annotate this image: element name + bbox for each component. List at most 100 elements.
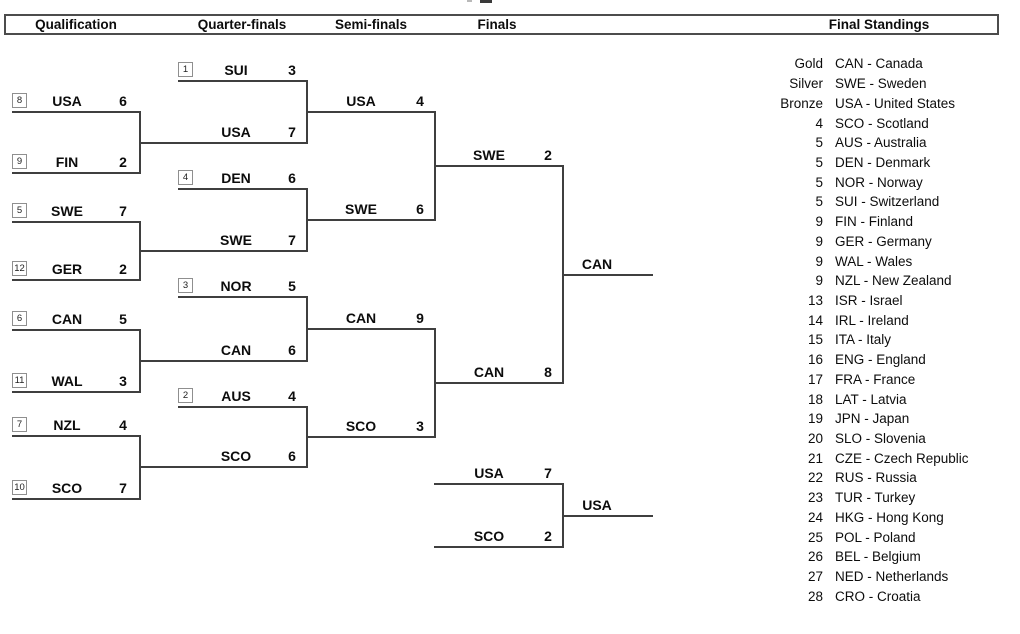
- team-score: 4: [119, 417, 127, 433]
- standings-entry: ITA - Italy: [835, 332, 892, 348]
- team-score: 7: [119, 480, 127, 496]
- standings-rank: 26: [807, 549, 823, 565]
- standings-entry: AUS - Australia: [835, 135, 927, 151]
- standings-entry: SUI - Switzerland: [835, 194, 940, 210]
- team-score: 6: [416, 201, 424, 217]
- bracket-line-h: [178, 296, 308, 298]
- standings-entry: NED - Netherlands: [835, 569, 949, 585]
- bracket-line-h: [139, 142, 308, 144]
- team-score: 5: [288, 278, 296, 294]
- bracket-line-h: [306, 111, 436, 113]
- team-code: SWE: [345, 201, 377, 217]
- standings-rank: 9: [815, 253, 823, 269]
- team-score: 7: [119, 203, 127, 219]
- qual-match1-team1: 8 USA 6: [12, 91, 141, 111]
- standings-rank: 5: [815, 154, 823, 170]
- standings-rank: 5: [815, 135, 823, 151]
- standings-entry: FIN - Finland: [835, 214, 914, 230]
- standings-rank: 13: [807, 292, 823, 308]
- standings-entry: USA - United States: [835, 95, 956, 111]
- qf4-qualifier-team: SCO 6: [139, 446, 308, 466]
- final-team2: CAN 8: [434, 362, 564, 382]
- standings-entry: LAT - Latvia: [835, 391, 907, 407]
- team-score: 7: [288, 124, 296, 140]
- team-code: SCO: [473, 528, 505, 544]
- bracket-line-h: [178, 406, 308, 408]
- team-code: SWE: [220, 232, 252, 248]
- bracket-line-h: [139, 466, 308, 468]
- standings-row: 13 ISR - Israel: [703, 291, 969, 311]
- team-code: AUS: [221, 388, 251, 404]
- standings-rank: Silver: [789, 76, 823, 92]
- standings-rank: 9: [815, 273, 823, 289]
- seed-number: 2: [178, 388, 193, 403]
- team-code: SWE: [51, 203, 83, 219]
- bracket-line-h: [306, 328, 436, 330]
- team-score: 4: [416, 93, 424, 109]
- team-code: USA: [346, 93, 376, 109]
- seed-number: 4: [178, 170, 193, 185]
- qual-match2-team1: 5 SWE 7: [12, 201, 141, 221]
- team-code: CAN: [345, 310, 377, 326]
- bracket-line-h: [12, 111, 141, 113]
- standings-rank: 16: [807, 352, 823, 368]
- qf2-qualifier-team: SWE 7: [139, 230, 308, 250]
- standings-rank: 9: [815, 214, 823, 230]
- team-code: WAL: [51, 373, 83, 389]
- team-score: 3: [119, 373, 127, 389]
- column-header-semi-finals: Semi-finals: [334, 17, 408, 32]
- standings-rank: Gold: [794, 56, 823, 72]
- team-code: SWE: [473, 147, 505, 163]
- standings-entry: ENG - England: [835, 352, 926, 368]
- bracket-line-h: [12, 279, 141, 281]
- sf2-team1: CAN 9: [306, 308, 436, 328]
- qf4-seeded-team: 2 AUS 4: [178, 386, 308, 406]
- standings-entry: GER - Germany: [835, 233, 932, 249]
- standings-entry: ISR - Israel: [835, 292, 903, 308]
- standings-rank: 25: [807, 529, 823, 545]
- standings-entry: FRA - France: [835, 371, 916, 387]
- team-score: 3: [416, 418, 424, 434]
- bracket-line-h: [139, 250, 308, 252]
- bracket-line-h: [434, 483, 564, 485]
- team-score: 6: [119, 93, 127, 109]
- team-score: 6: [288, 342, 296, 358]
- qf2-seeded-team: 4 DEN 6: [178, 168, 308, 188]
- qf1-seeded-team: 1 SUI 3: [178, 60, 308, 80]
- column-header-quarter-finals: Quarter-finals: [197, 17, 287, 32]
- team-code: SUI: [224, 62, 248, 78]
- team-code: DEN: [221, 170, 251, 186]
- standings-entry: IRL - Ireland: [835, 312, 909, 328]
- standings-rank: 21: [807, 450, 823, 466]
- team-code: USA: [221, 124, 251, 140]
- standings-entry: NZL - New Zealand: [835, 273, 952, 289]
- seed-number: 7: [12, 417, 27, 432]
- standings-rank: 9: [815, 233, 823, 249]
- bracket-line-h: [306, 436, 436, 438]
- standings-row: 9 NZL - New Zealand: [703, 271, 969, 291]
- standings-rank: 17: [807, 371, 823, 387]
- standings-entry: WAL - Wales: [835, 253, 913, 269]
- standings-entry: NOR - Norway: [835, 174, 923, 190]
- seed-number: 10: [12, 480, 27, 495]
- column-header-qualification: Qualification: [35, 17, 117, 32]
- sf1-team1: USA 4: [306, 91, 436, 111]
- team-score: 6: [288, 170, 296, 186]
- standings-entry: SCO - Scotland: [835, 115, 929, 131]
- standings-rank: 15: [807, 332, 823, 348]
- team-score: 3: [288, 62, 296, 78]
- bracket-line-h: [434, 382, 564, 384]
- team-score: 7: [544, 465, 552, 481]
- bracket-line-h: [139, 360, 308, 362]
